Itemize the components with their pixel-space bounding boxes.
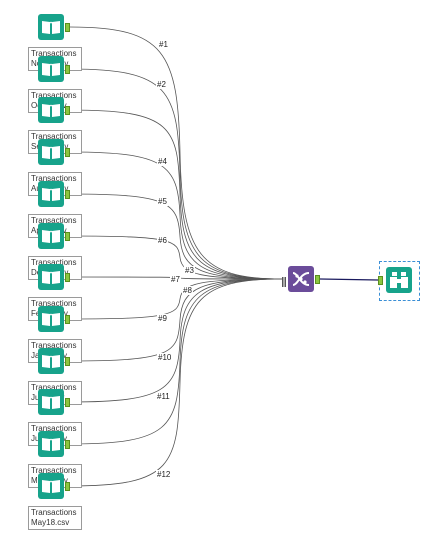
input-label-line1: Transactions xyxy=(31,383,77,392)
book-icon xyxy=(42,63,60,76)
input-output-anchor[interactable] xyxy=(65,232,70,241)
input-label-line1: Transactions xyxy=(31,174,77,183)
union-output-anchor[interactable] xyxy=(315,275,320,284)
connection-wire[interactable] xyxy=(69,151,283,280)
connection-label: #12 xyxy=(156,470,172,479)
browse-input-anchor[interactable] xyxy=(378,276,383,285)
connection-wire[interactable] xyxy=(69,278,283,445)
input-data-tool[interactable] xyxy=(38,306,64,332)
connection-label: #3 xyxy=(184,266,195,275)
input-label-line1: Transactions xyxy=(31,299,77,308)
connection-wire[interactable] xyxy=(69,278,283,320)
input-label-line1: Transactions xyxy=(31,132,77,141)
union-input-anchor[interactable] xyxy=(282,274,287,287)
connection-wire[interactable] xyxy=(69,26,283,280)
connection-label: #7 xyxy=(170,275,181,284)
book-icon xyxy=(42,146,60,159)
connection-label: #8 xyxy=(182,286,193,295)
input-data-tool[interactable] xyxy=(38,264,64,290)
browse-tool[interactable] xyxy=(386,267,412,293)
book-icon xyxy=(42,313,60,326)
input-output-anchor[interactable] xyxy=(65,23,70,32)
connection-wire[interactable] xyxy=(69,278,283,403)
input-label-line1: Transactions xyxy=(31,466,77,475)
input-output-anchor[interactable] xyxy=(65,398,70,407)
connection-label: #10 xyxy=(157,353,173,362)
input-output-anchor[interactable] xyxy=(65,190,70,199)
input-data-tool[interactable] xyxy=(38,181,64,207)
input-output-anchor[interactable] xyxy=(65,482,70,491)
connection-wire[interactable] xyxy=(69,109,283,280)
input-label-line1: Transactions xyxy=(31,508,77,517)
book-icon xyxy=(42,271,60,284)
input-label-line2: May18.csv xyxy=(31,518,70,527)
input-data-tool[interactable] xyxy=(38,348,64,374)
output-connection-wire[interactable] xyxy=(319,278,379,281)
book-icon xyxy=(42,104,60,117)
binoculars-icon xyxy=(390,272,408,288)
input-data-tool[interactable] xyxy=(38,14,64,40)
input-output-anchor[interactable] xyxy=(65,148,70,157)
input-label-line1: Transactions xyxy=(31,49,77,58)
input-data-tool[interactable] xyxy=(38,431,64,457)
connection-label: #9 xyxy=(157,314,168,323)
connection-label: #11 xyxy=(156,392,171,401)
input-output-anchor[interactable] xyxy=(65,440,70,449)
input-label-line1: Transactions xyxy=(31,91,77,100)
input-output-anchor[interactable] xyxy=(65,315,70,324)
connection-wire[interactable] xyxy=(69,235,283,280)
connection-label: #4 xyxy=(157,157,168,166)
book-icon xyxy=(42,230,60,243)
input-label-line1: Transactions xyxy=(31,216,77,225)
book-icon xyxy=(42,21,60,34)
connection-label: #6 xyxy=(157,236,168,245)
connection-label: #1 xyxy=(158,40,169,49)
connection-wire[interactable] xyxy=(69,278,283,362)
input-data-tool[interactable] xyxy=(38,223,64,249)
book-icon xyxy=(42,396,60,409)
input-data-tool[interactable] xyxy=(38,389,64,415)
input-label-line1: Transactions xyxy=(31,341,77,350)
union-tool[interactable] xyxy=(288,266,314,292)
connection-label: #2 xyxy=(156,80,167,89)
input-output-anchor[interactable] xyxy=(65,273,70,282)
book-icon xyxy=(42,188,60,201)
input-output-anchor[interactable] xyxy=(65,357,70,366)
input-output-anchor[interactable] xyxy=(65,65,70,74)
union-icon xyxy=(292,272,310,286)
input-label-line1: Transactions xyxy=(31,424,77,433)
input-label-line1: Transactions xyxy=(31,258,77,267)
input-data-tool[interactable] xyxy=(38,139,64,165)
book-icon xyxy=(42,438,60,451)
connection-wire[interactable] xyxy=(69,193,283,280)
input-data-tool[interactable] xyxy=(38,473,64,499)
connection-label: #5 xyxy=(157,197,168,206)
connection-wire[interactable] xyxy=(69,278,283,487)
book-icon xyxy=(42,355,60,368)
input-data-tool[interactable] xyxy=(38,97,64,123)
input-output-anchor[interactable] xyxy=(65,106,70,115)
book-icon xyxy=(42,480,60,493)
connection-wire[interactable] xyxy=(69,68,283,280)
input-data-tool[interactable] xyxy=(38,56,64,82)
